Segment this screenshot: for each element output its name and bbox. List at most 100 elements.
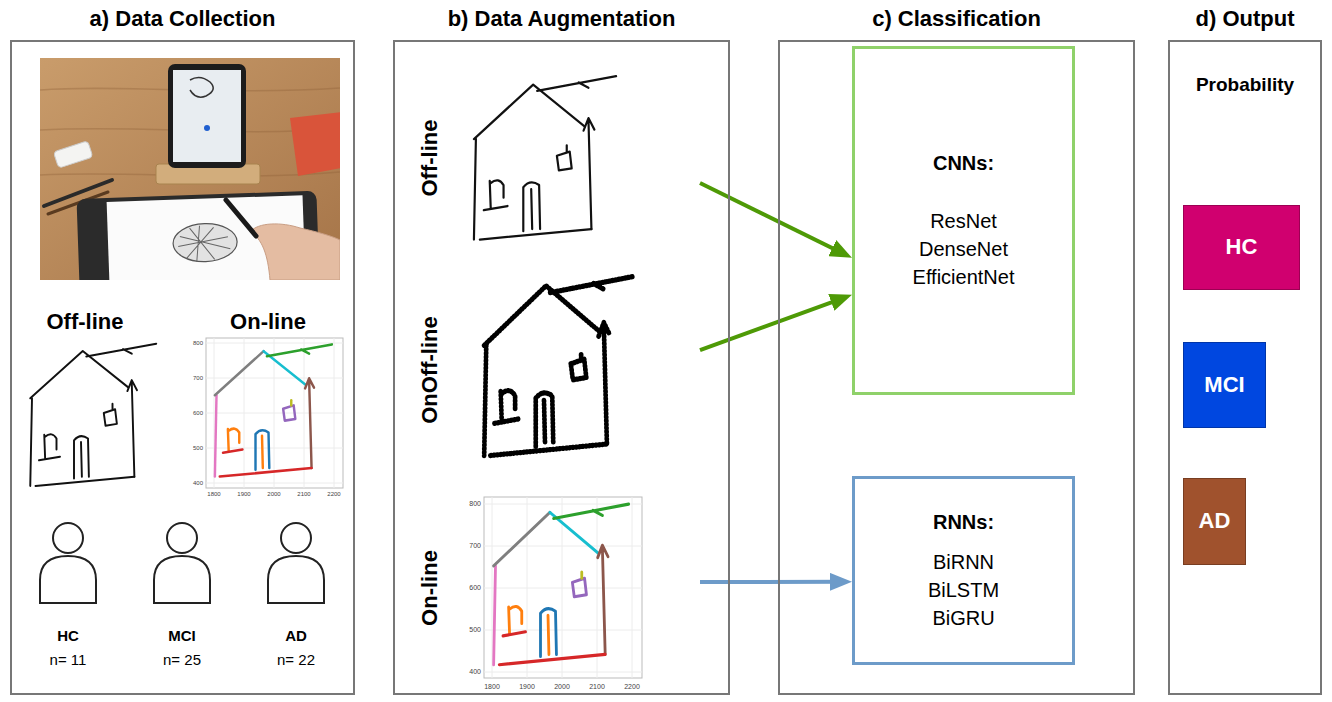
person-icon (281, 523, 311, 553)
model-text: CNNs: (933, 151, 994, 175)
tablet-photo (173, 70, 241, 162)
augmentation-row: Off-line (400, 58, 700, 258)
axis-tick: 800 (193, 340, 203, 347)
panel-heading: c) Classification (760, 6, 1153, 31)
panel-heading: b) Data Augmentation (375, 6, 748, 31)
axis-tick: 700 (193, 375, 203, 382)
onoffline-drawing (484, 277, 633, 456)
stroke-plot (206, 338, 343, 488)
tablet-photo (172, 223, 237, 263)
stroke-plot (632, 497, 633, 678)
group-label: AD (285, 627, 307, 644)
stroke-plot (334, 338, 335, 488)
axis-tick: 700 (469, 542, 481, 550)
tablet-photo (190, 77, 213, 97)
model-box: RNNs: BiRNN BiLSTM BiGRU (852, 476, 1075, 665)
flow-arrow (700, 580, 844, 584)
model-box: CNNs: ResNet DenseNet EfficientNet (852, 46, 1075, 395)
model-text: BiRNN BiLSTM BiGRU (928, 548, 999, 632)
axis-tick: 600 (469, 584, 481, 592)
class-label: AD (1199, 508, 1231, 534)
axis-tick: 2100 (589, 683, 605, 691)
axis-tick: 500 (193, 445, 203, 452)
panel-frame: a) Data Collection (10, 40, 355, 695)
person-icon (154, 556, 210, 603)
tablet-photo (53, 141, 92, 168)
stroke-plot (484, 630, 642, 631)
offline-drawing (30, 344, 156, 486)
axis-tick: 1800 (484, 683, 500, 691)
axis-tick: 2000 (554, 683, 570, 691)
class-label: HC (1226, 234, 1258, 260)
stroke-plot (484, 672, 642, 673)
axis-tick: 800 (469, 500, 481, 508)
class-box: HC (1183, 205, 1300, 290)
stroke-plot (484, 497, 642, 678)
panel-frame: c) ClassificationCNNs:ResNet DenseNet Ef… (778, 40, 1135, 695)
tablet-photo (226, 200, 256, 236)
axis-tick: 1900 (519, 683, 535, 691)
class-label: MCI (1204, 372, 1244, 398)
axis-tick: 1900 (237, 491, 250, 498)
model-text: ResNet DenseNet EfficientNet (913, 207, 1015, 291)
sample-size: n= 11 (50, 651, 87, 668)
axis-tick: 600 (193, 410, 203, 417)
output-heading: Probability (1196, 74, 1294, 96)
stroke-plot (597, 497, 598, 678)
tablet-photo (40, 58, 340, 280)
stroke-plot (206, 338, 343, 488)
flow-arrow (700, 298, 844, 351)
sample-size: n= 25 (163, 651, 201, 668)
group-label: MCI (168, 627, 196, 644)
offline-drawing (474, 76, 616, 239)
axis-tick: 400 (193, 480, 203, 487)
panel-frame: b) Data AugmentationOff-lineOnOff-lineOn… (393, 40, 730, 695)
person-icon (40, 556, 96, 603)
axis-tick: 2100 (297, 491, 310, 498)
stroke-plot (492, 497, 493, 678)
stroke-plot (484, 497, 642, 678)
stroke-plot (484, 546, 642, 547)
class-box: AD (1183, 478, 1246, 565)
person-icon (40, 523, 324, 603)
model-text: RNNs: (933, 510, 994, 534)
axis-tick: 2000 (267, 491, 280, 498)
axis-tick: 400 (469, 668, 481, 676)
tablet-photo (204, 125, 210, 131)
person-icon (167, 523, 197, 553)
stroke-plot (484, 504, 642, 505)
stroke-plot (484, 497, 642, 678)
row-label: OnOff-line (417, 316, 442, 424)
stroke-plot (494, 504, 629, 665)
stroke-plot (215, 344, 332, 476)
class-box: MCI (1183, 342, 1266, 428)
panel-heading: d) Output (1150, 6, 1332, 31)
person-icon (268, 556, 324, 603)
stroke-plot (304, 338, 305, 488)
sample-size: n= 22 (277, 651, 315, 668)
axis-tick: 2200 (327, 491, 340, 498)
stroke-plot (484, 588, 642, 589)
flow-arrow (700, 183, 845, 254)
stroke-plot (244, 338, 245, 488)
group-label: HC (57, 627, 79, 644)
row-label: Off-line (417, 120, 442, 197)
tablet-photo (250, 224, 340, 280)
axis-tick: 500 (469, 626, 481, 634)
stroke-plot (206, 338, 343, 488)
panel-frame: d) OutputHCMCIAD (1168, 40, 1322, 695)
tablet-photo (178, 225, 231, 263)
axis-tick: 1800 (207, 491, 220, 498)
augmentation-row: On-line (400, 488, 700, 688)
view-label: On-line (230, 309, 306, 334)
person-icon (53, 523, 83, 553)
tablet-photo (290, 112, 340, 176)
augmentation-row: OnOff-line (400, 262, 700, 477)
view-label: Off-line (47, 309, 124, 334)
tablet-photo (168, 64, 246, 168)
row-label: On-line (417, 550, 442, 626)
panel-heading: a) Data Collection (0, 6, 373, 31)
stroke-plot (527, 497, 528, 678)
